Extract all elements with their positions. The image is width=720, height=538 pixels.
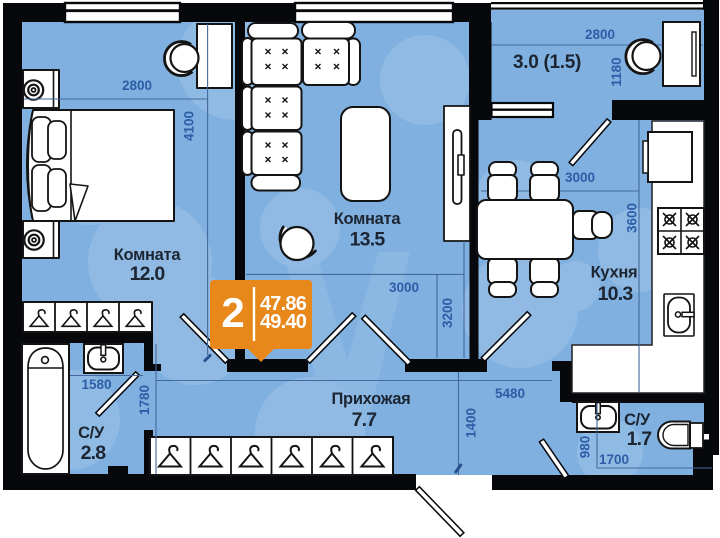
svg-text:3.0 (1.5): 3.0 (1.5) [513,52,581,73]
svg-text:1780: 1780 [137,385,152,415]
svg-text:13.5: 13.5 [350,229,386,251]
svg-text:Прихожая: Прихожая [331,390,410,408]
svg-text:Комната: Комната [334,210,402,228]
svg-text:12.0: 12.0 [130,263,166,285]
svg-text:1180: 1180 [609,57,624,86]
svg-text:4100: 4100 [182,111,197,141]
svg-text:3600: 3600 [625,203,640,233]
svg-text:47.86: 47.86 [260,293,307,315]
svg-text:2800: 2800 [122,78,152,93]
svg-text:С/У: С/У [624,411,651,429]
svg-text:7.7: 7.7 [352,409,377,431]
svg-text:Комната: Комната [114,246,182,264]
svg-text:2800: 2800 [585,27,615,42]
svg-text:3000: 3000 [389,280,419,295]
svg-text:С/У: С/У [78,424,105,442]
svg-text:Кухня: Кухня [591,264,638,282]
svg-text:10.3: 10.3 [598,283,634,305]
svg-text:3000: 3000 [565,170,595,185]
svg-text:1400: 1400 [464,408,479,438]
svg-text:49.40: 49.40 [260,311,307,333]
svg-text:2: 2 [221,289,244,336]
svg-text:1.7: 1.7 [627,428,652,450]
svg-text:1700: 1700 [599,452,629,467]
svg-text:3200: 3200 [440,298,455,328]
svg-text:1580: 1580 [81,377,111,392]
svg-text:5480: 5480 [495,386,525,401]
svg-text:980: 980 [578,436,593,459]
svg-text:2.8: 2.8 [81,442,107,464]
